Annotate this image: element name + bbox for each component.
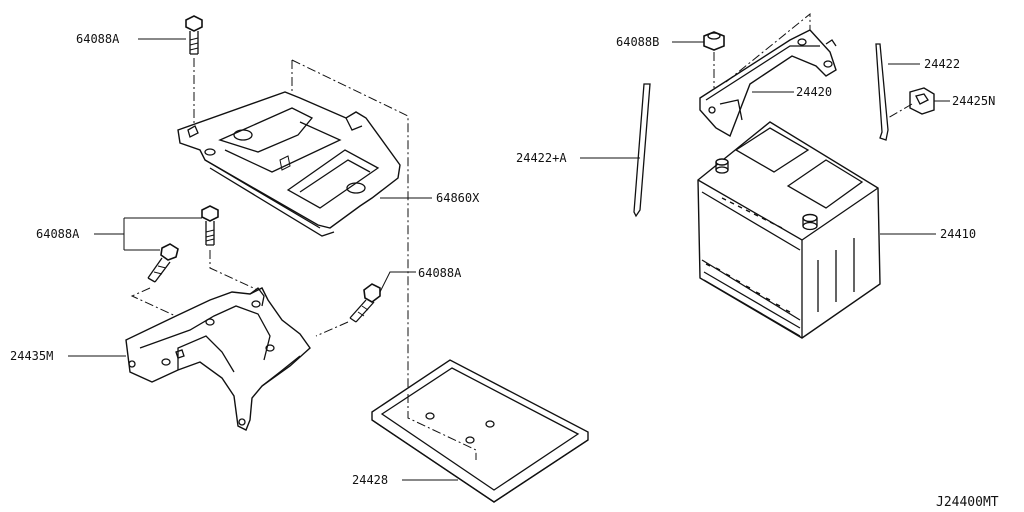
battery-mat-part — [371, 359, 589, 503]
bracket-part — [125, 287, 311, 431]
rod-a-part — [633, 83, 651, 218]
clamp-bar-part — [699, 29, 837, 138]
bolt-top-part — [185, 15, 203, 55]
battery-tray-part — [177, 91, 401, 237]
nut-top-part — [703, 31, 725, 51]
leader-bolt-right — [379, 271, 416, 293]
rod-part — [875, 43, 889, 141]
dashline-clip — [887, 103, 913, 119]
label-bolt-top: 64088A — [76, 32, 120, 46]
label-nut-top: 64088B — [616, 35, 659, 49]
label-battery: 24410 — [940, 227, 976, 241]
label-clamp-bar: 24420 — [796, 85, 832, 99]
bolt-right-part — [349, 283, 381, 323]
bolt-lower-part — [147, 243, 179, 283]
diagram-code: J24400MT — [936, 495, 999, 510]
bolt-middle-part — [201, 205, 219, 246]
leader-bolts-left — [94, 217, 202, 251]
label-bolts-left: 64088A — [36, 227, 80, 241]
label-bolt-right: 64088A — [418, 266, 462, 280]
dashline-bolts-left — [130, 250, 263, 319]
dashline-clamp-bar — [725, 12, 811, 83]
label-clip: 24425N — [952, 94, 995, 108]
label-mat: 24428 — [352, 473, 388, 487]
label-rod-a: 24422+A — [516, 151, 567, 165]
label-bracket: 24435M — [10, 349, 53, 363]
dashline-bolt-right — [315, 321, 349, 337]
dashline-mat — [407, 394, 477, 460]
dashline-tray-right — [291, 59, 409, 394]
label-tray: 64860X — [436, 191, 480, 205]
label-rod: 24422 — [924, 57, 960, 71]
battery-part — [697, 121, 881, 339]
clip-part — [909, 87, 935, 115]
